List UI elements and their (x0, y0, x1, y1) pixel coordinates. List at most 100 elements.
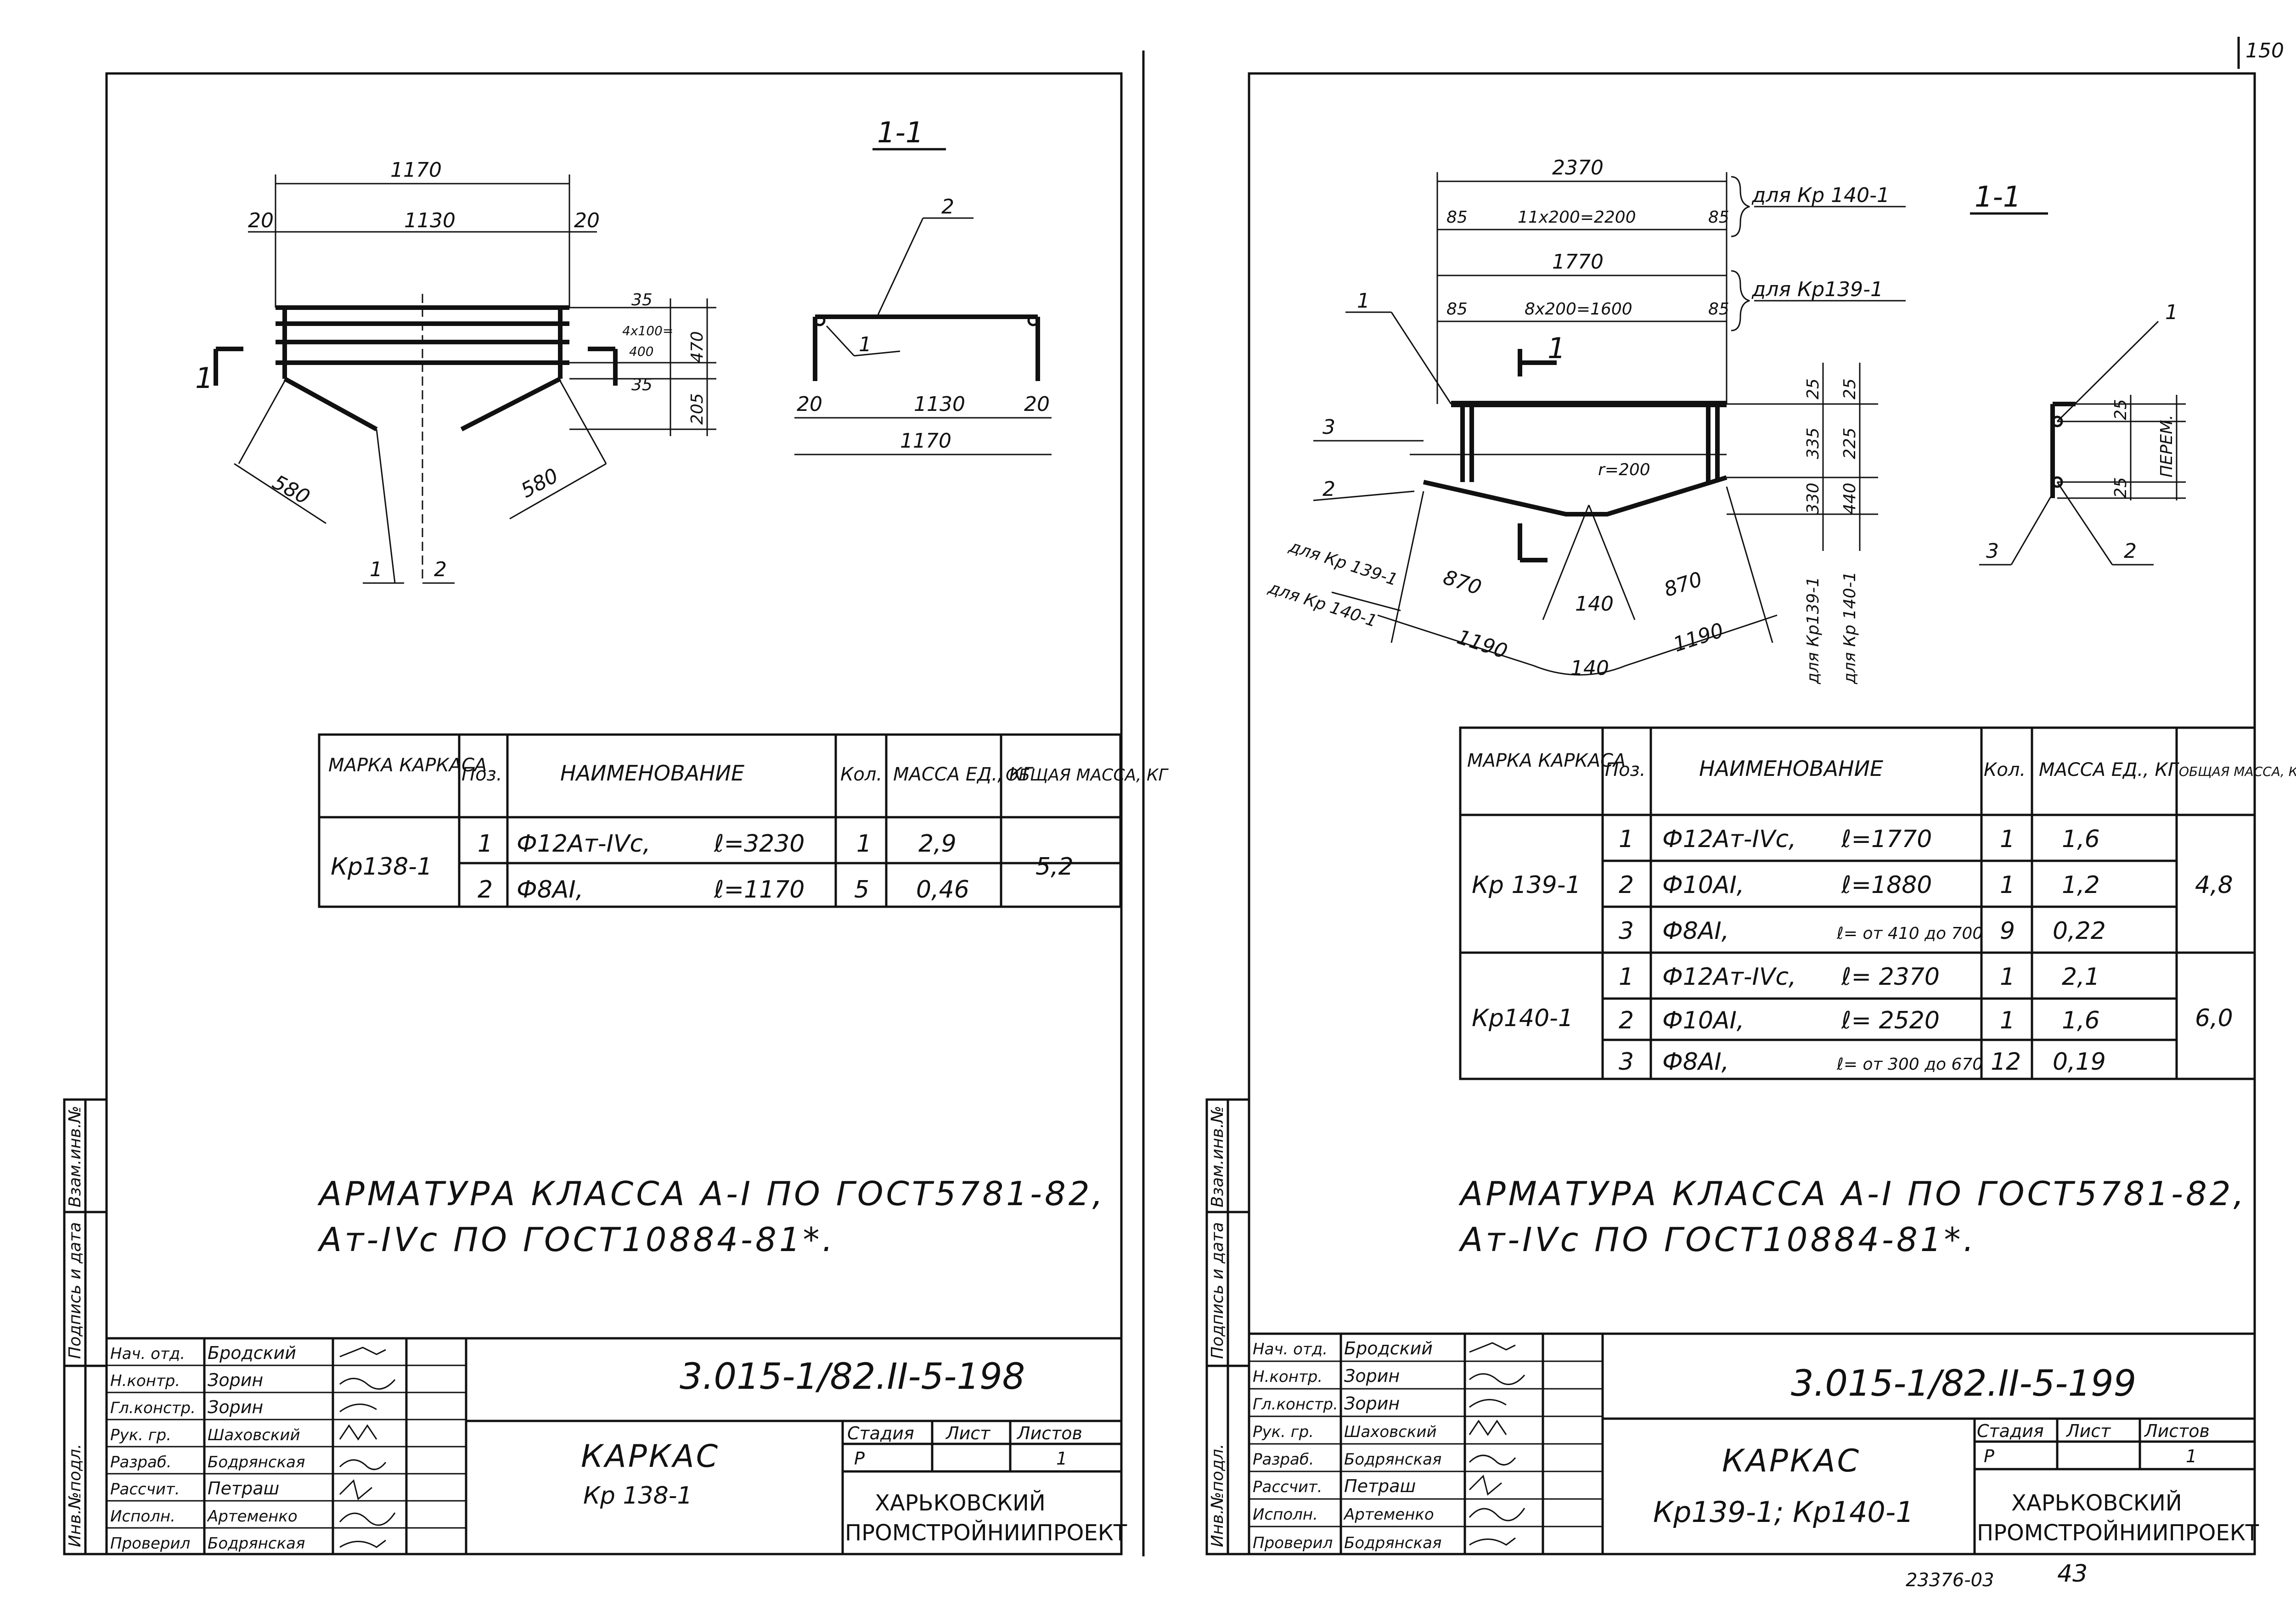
cell-name: Ф12Ат-IVс, (517, 830, 651, 858)
signer-role: Исполн. (110, 1507, 175, 1526)
dim-text: 140 (1575, 592, 1614, 616)
cell-pos: 1 (1619, 963, 1634, 991)
left-section-view: 2 1 20 1130 20 1170 (794, 195, 1052, 455)
dim-text: 1170 (390, 158, 442, 182)
signer-role: Гл.констр. (110, 1399, 196, 1417)
cell-pos: 1 (478, 830, 493, 858)
leader-label: 1 (859, 333, 872, 356)
cell-length: ℓ=1880 (1841, 871, 1932, 899)
signer-row: Рассчит. Петраш (1253, 1476, 1416, 1496)
dim-text: 1770 (1552, 250, 1604, 274)
dim-note: для Кр 139-1 (1286, 537, 1400, 589)
signer-name: Артеменко (1343, 1505, 1434, 1524)
section-label: 1-1 (877, 116, 923, 149)
dim-text: 85 (1446, 300, 1468, 319)
cell-qty: 9 (2000, 917, 2015, 945)
left-title-block: Нач. отд.Бродский Н.контр.Зорин Гл.конст… (105, 1337, 1127, 1555)
dim-text: 870 (1661, 567, 1705, 601)
table-row: 3 Ф8АI, ℓ= от 300 до 670 12 0,19 (1619, 1048, 2106, 1076)
signer-role: Гл.констр. (1253, 1395, 1338, 1414)
cell-mass: 1,2 (2062, 871, 2100, 899)
table-header: Кол. (840, 764, 882, 785)
signer-name: Зорин (208, 1370, 263, 1390)
signer-role: Н.контр. (1253, 1368, 1322, 1386)
sheets-value: 1 (1056, 1448, 1067, 1469)
sheet-label: Лист (945, 1423, 991, 1443)
stage-value: Р (854, 1448, 865, 1469)
cell-name: Ф8АI, (1662, 1048, 1729, 1076)
dim-note: для Кр 140-1 (1266, 578, 1379, 631)
signer-name: Петраш (208, 1478, 279, 1499)
stage-label: Стадия (1977, 1421, 2044, 1441)
cell-mark: Кр 139-1 (1472, 871, 1581, 899)
side-label: Взам.инв.№ (1208, 1106, 1227, 1207)
table-header: Кол. (1984, 759, 2026, 780)
side-label: Взам.инв.№ (66, 1106, 84, 1207)
table-row: 3 Ф8АI, ℓ= от 410 до 700 9 0,22 (1619, 917, 2106, 945)
dim-text: 400 (629, 344, 653, 359)
dim-text: 580 (517, 464, 562, 502)
dim-text: 870 (1441, 566, 1485, 600)
org-name: ПРОМСТРОЙНИИПРОЕКТ (1977, 1520, 2259, 1546)
sheet-label: Лист (2065, 1421, 2111, 1441)
signer-row: Н.контр.Зорин (1253, 1366, 1400, 1386)
cell-pos: 2 (1619, 1007, 1634, 1034)
cell-pos: 2 (1619, 871, 1634, 899)
cell-length: ℓ= от 300 до 670 (1836, 1055, 1983, 1074)
dim-note: для Кр 140-1 (1840, 572, 1859, 685)
signer-role: Нач. отд. (110, 1345, 185, 1363)
signer-row: Исполн. Артеменко (1253, 1505, 1434, 1524)
signer-row: Рук. гр.Шаховский (1253, 1423, 1437, 1441)
signer-role: Рассчит. (110, 1480, 180, 1499)
signer-role: Нач. отд. (1253, 1340, 1328, 1358)
dim-text: 335 (1804, 427, 1823, 459)
drawing-code: 3.015-1/82.II-5-199 (1791, 1363, 2136, 1404)
dim-text: 1190 (1671, 618, 1727, 657)
table-header: МАССА ЕД., КГ (2039, 759, 2179, 780)
leader-label: 3 (1322, 415, 1335, 439)
dim-text: 225 (1840, 427, 1859, 459)
cell-mass: 2,1 (2062, 963, 2100, 991)
bottom-stamp: 23376-03 (1906, 1570, 1994, 1591)
left-side-strip: Инв.№подл. Подпись и дата Взам.инв.№ (63, 1098, 108, 1555)
dim-text: 20 (797, 393, 822, 416)
cell-qty: 12 (1991, 1048, 2021, 1076)
right-title-block: Нач. отд.Бродский Н.контр.Зорин Гл.конст… (1248, 1332, 2259, 1555)
left-plan-view: 1-1 1170 1130 20 20 35 (195, 116, 946, 584)
cell-length: ℓ= 2520 (1841, 1007, 1940, 1034)
cell-name: Ф10АI, (1662, 1007, 1744, 1034)
table-row: 2 Ф8АI, ℓ=1170 5 0,46 (478, 876, 969, 904)
dim-text: 1170 (900, 429, 951, 453)
dim-text: r=200 (1598, 460, 1650, 479)
cell-mark: Кр140-1 (1472, 1005, 1573, 1032)
signer-role: Исполн. (1253, 1505, 1318, 1524)
right-side-strip: Инв.№подл. Подпись и дата Взам.инв.№ (1205, 1098, 1250, 1555)
signer-name: Петраш (1344, 1476, 1416, 1496)
dim-text: 85 (1708, 300, 1729, 319)
signer-name: Бродский (1344, 1338, 1433, 1358)
cell-length: ℓ= от 410 до 700 (1836, 924, 1983, 943)
dim-text: 11x200=2200 (1518, 208, 1636, 227)
table-header: МАРКА КАРКАСА (1467, 750, 1626, 771)
signer-name: Артеменко (207, 1507, 298, 1526)
side-label: Подпись и дата (1208, 1222, 1227, 1359)
leader-label: 3 (1986, 539, 1999, 563)
cell-name: Ф8АI, (1662, 917, 1729, 945)
signer-name: Зорин (1344, 1393, 1400, 1414)
dim-text: 35 (631, 291, 653, 309)
dim-text: 20 (248, 209, 274, 232)
cell-name: Ф8АI, (517, 876, 583, 904)
cell-qty: 5 (854, 876, 869, 904)
signer-role: Рассчит. (1253, 1478, 1322, 1496)
section-label: 1-1 (1975, 180, 2021, 213)
signer-name: Бодрянская (1344, 1450, 1441, 1469)
dim-note: для Кр139-1 (1751, 278, 1883, 301)
leader-label: 2 (1322, 477, 1335, 501)
dim-text: 25 (1840, 378, 1859, 399)
left-spec-table: МАРКА КАРКАСА Поз. НАИМЕНОВАНИЕ Кол. МАС… (318, 733, 1169, 908)
dim-text: 85 (1708, 208, 1729, 227)
cell-pos: 1 (1619, 825, 1634, 853)
table-header: МАССА ЕД., КГ (893, 764, 1034, 785)
signature-scribbles (1469, 1342, 1525, 1546)
dim-text: 440 (1840, 483, 1859, 514)
